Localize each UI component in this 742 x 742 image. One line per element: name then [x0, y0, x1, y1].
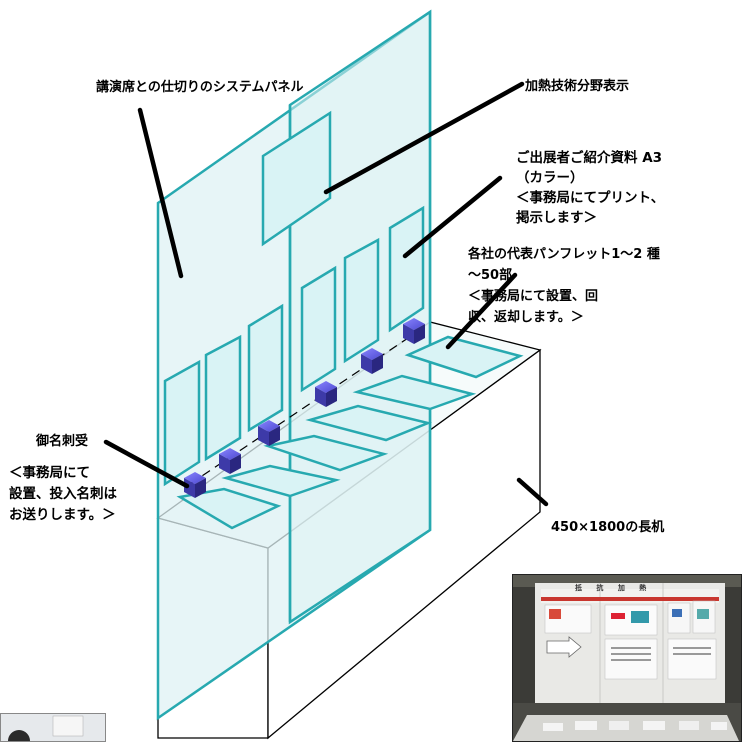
pamphlet-label: 各社の代表パンフレット1～2 種 ～50部 ＜事務局にて設置、回 収、返却します…: [468, 247, 660, 325]
desk-label: 450×1800の長机: [551, 520, 665, 535]
tech-field-sign: [261, 110, 332, 247]
booth-photo-banner-text: 抵 抗 加 熱: [575, 584, 653, 592]
partition-panel-label: 講演席との仕切りのシステムパネル: [96, 80, 304, 95]
booth-photo: 抵 抗 加 熱: [512, 574, 742, 742]
poster-3: [247, 303, 284, 433]
leader-card-box: [103, 439, 190, 489]
poster-5: [343, 237, 380, 364]
tech-field-label: 加熱技術分野表示: [525, 79, 630, 94]
booth-photo-image: [513, 575, 741, 741]
booth-photo-partial: [0, 713, 106, 742]
pamphlet-tray-4: [305, 404, 433, 442]
booth-photo-partial-image: [1, 714, 105, 741]
card-box-title: 御名刺受: [36, 434, 89, 449]
card-box-6: [403, 318, 425, 344]
card-box-5: [361, 348, 383, 374]
pamphlet-tray-5: [352, 374, 477, 411]
leader-lines: [103, 81, 549, 507]
pamphlet-tray-2: [221, 464, 341, 498]
poster-2: [204, 334, 242, 462]
card-box-2: [219, 448, 241, 474]
business-card-boxes: [184, 318, 425, 498]
leader-pamphlet: [445, 272, 518, 350]
card-box-1: [184, 472, 206, 498]
pamphlet-tray-3: [263, 434, 389, 472]
pamphlet-trays: [176, 335, 524, 530]
card-box-3: [258, 420, 280, 446]
leader-exhibitor-doc: [402, 175, 503, 259]
a3-posters: [163, 205, 425, 487]
pamphlet-tray-1: [176, 487, 282, 530]
card-box-4: [315, 381, 337, 407]
leader-partition: [137, 107, 184, 279]
leader-tech-field: [323, 81, 525, 195]
card-box-note: ＜事務局にて 設置、投入名刺は お送りします。＞: [9, 465, 117, 523]
poster-6: [388, 205, 425, 333]
pamphlet-tray-6: [404, 335, 524, 379]
poster-4: [300, 265, 337, 393]
exhibitor-doc-label: ご出展者ご紹介資料 A3 （カラー） ＜事務局にてプリント、 掲示します＞: [516, 150, 665, 226]
leader-desk: [516, 477, 549, 507]
poster-1: [163, 359, 201, 487]
